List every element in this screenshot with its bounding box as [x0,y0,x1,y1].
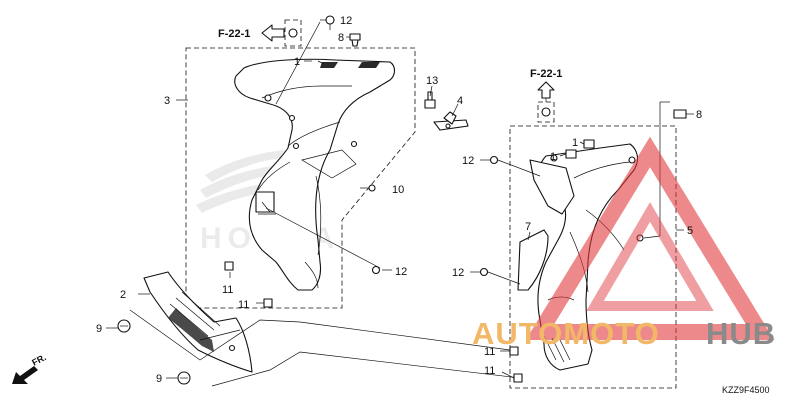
screw-part-10 [368,184,376,192]
screw-part-8-top [349,33,361,47]
grommet-part-11-a [224,261,234,271]
callout-5: 5 [687,225,693,237]
bracket-part-4 [433,111,469,131]
grommet-part-11-b [263,298,273,308]
pad-part-7 [517,229,549,291]
watermark-text-main: AUTOMOTO [472,316,660,351]
callout-13: 13 [426,75,438,87]
reference-label-right: F-22-1 [530,68,562,80]
screw-part-12-mid [371,265,381,275]
callout-1-top: 1 [294,56,300,68]
callout-12-right-b: 12 [452,267,464,279]
watermark-text-accent: HUB [706,316,776,351]
left-inner-cover-part [234,58,396,291]
screw-part-8-right [673,109,687,119]
callout-11-right-a: 11 [484,346,495,358]
callout-8-right: 8 [696,109,702,121]
callout-1-right-a: 1 [572,137,578,149]
callout-9-a: 9 [96,323,102,335]
callout-8-top: 8 [338,32,344,44]
callout-11-right-b: 11 [484,365,495,377]
callout-12-right-a: 12 [462,155,474,167]
leaders-left [106,19,521,387]
callout-10: 10 [392,184,404,196]
screw-part-9-b [177,371,191,385]
callout-2: 2 [120,289,126,301]
callout-1-right-b: 1 [550,151,556,163]
reference-label-left: F-22-1 [218,28,250,40]
callout-11-left-b: 11 [238,299,249,311]
frame-right-group [509,125,677,389]
leaders-right [470,98,694,379]
reference-arrow-right [537,81,555,99]
callout-12-top: 12 [340,15,352,27]
reference-arrow-left [261,24,285,42]
screw-part-12-top [325,15,335,30]
lower-panel-part-2 [143,271,253,373]
front-direction-label: FR. [30,352,47,368]
screw-part-12-right-b [479,267,489,277]
callout-3: 3 [164,95,170,107]
frame-left-group [185,47,416,309]
screw-part-12-right-a [489,155,499,165]
callout-7: 7 [525,221,531,233]
callout-12-mid: 12 [395,266,407,278]
ref-clip-right [537,101,555,123]
watermark-triangle [525,136,775,340]
grommet-part-11-d [513,373,523,383]
screw-part-9-a [117,319,131,333]
callout-4: 4 [457,95,463,107]
ref-clip-left [284,19,302,47]
diagram-code: KZZ9F4500 [722,385,770,395]
callout-11-left-a: 11 [222,284,233,296]
front-direction-arrow [12,366,38,384]
callout-9-b: 9 [156,373,162,385]
